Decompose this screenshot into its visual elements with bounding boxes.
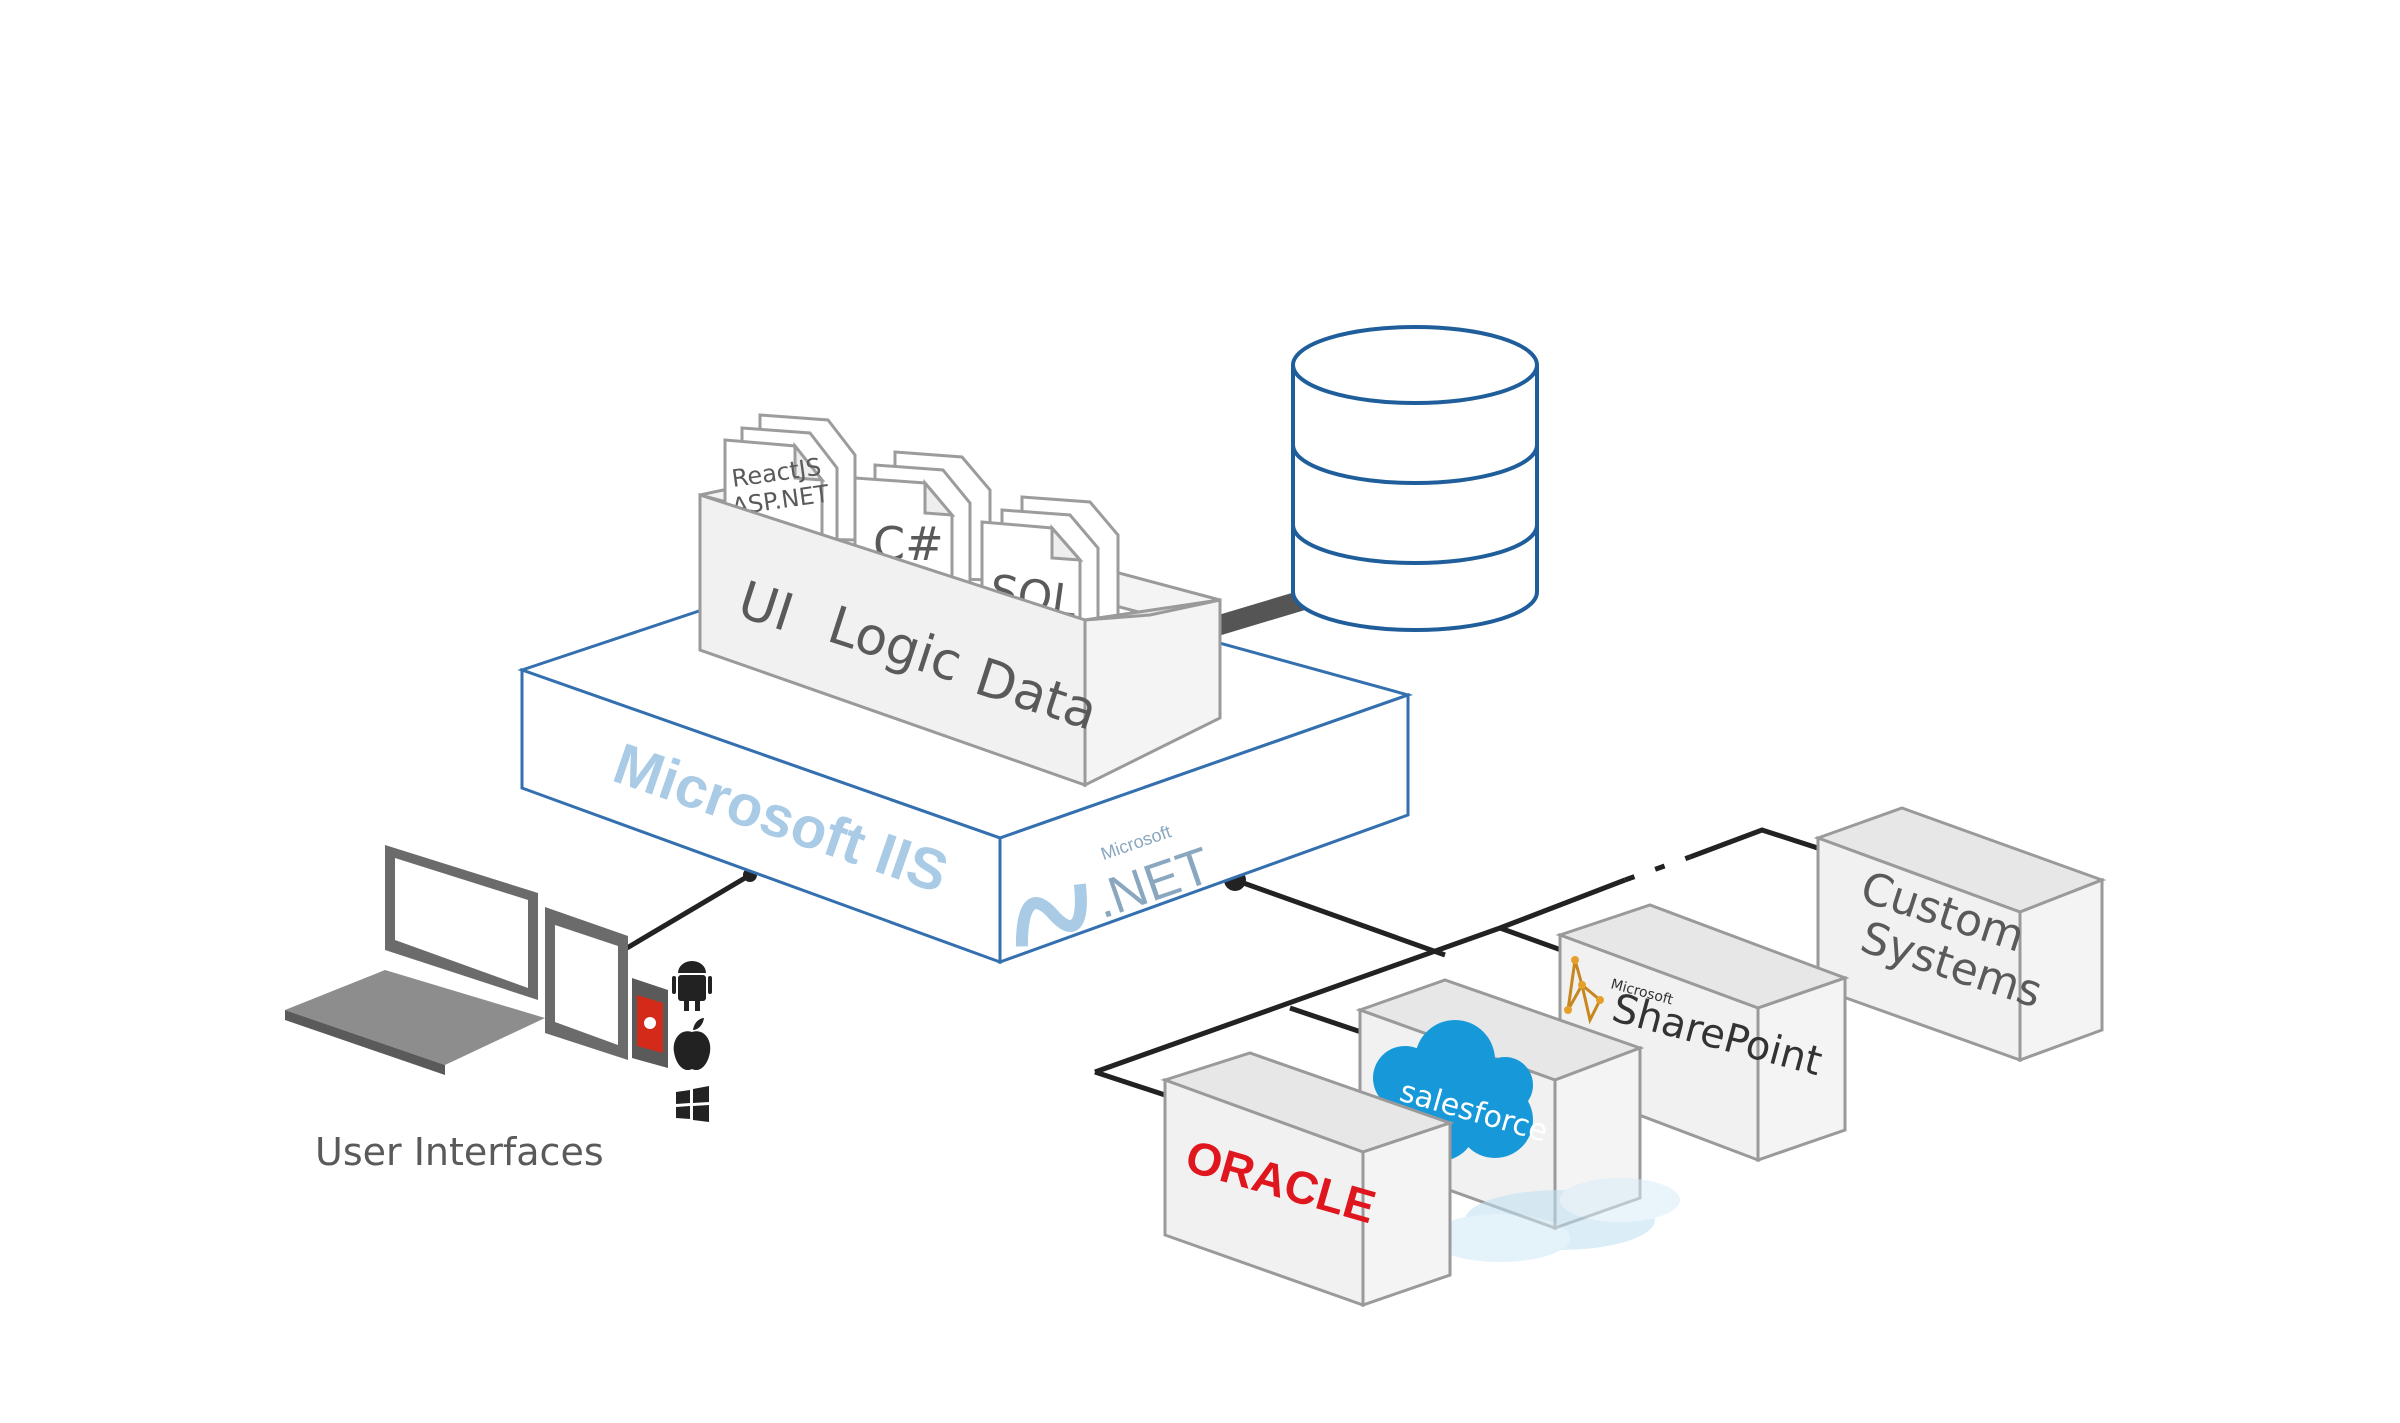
wire-bus-dashed — [1624, 854, 1691, 883]
salesforce-cloud-glow — [1430, 1178, 1680, 1262]
database-icon — [1291, 325, 1539, 632]
wire-branch-salesforce — [1289, 1005, 1371, 1038]
sharepoint-logo-icon — [1564, 956, 1604, 1025]
client-devices: User Interfaces — [285, 845, 712, 1174]
wire-clients-to-server — [603, 872, 752, 964]
wire-bus-end — [1689, 827, 1831, 860]
windows-icon — [676, 1086, 709, 1122]
document-logic: C# — [853, 450, 992, 602]
dotnet-wave-icon — [1015, 883, 1087, 947]
application-tiers-box: ReactJS ASP.NET C# SQL UI Logic Data — [698, 413, 1222, 788]
connection-wires — [603, 827, 1831, 1098]
oracle-box: ORACLE — [1160, 1051, 1455, 1308]
salesforce-box: salesforce — [1355, 978, 1680, 1262]
android-icon — [672, 961, 712, 1011]
iis-side-face — [998, 692, 1410, 965]
tablet-icon — [545, 907, 628, 1060]
user-interfaces-label: User Interfaces — [315, 1130, 604, 1174]
phone-icon — [632, 978, 668, 1068]
tier-box-rim — [1084, 598, 1221, 622]
wire-branch-oracle — [1094, 1069, 1166, 1098]
laptop-icon — [285, 845, 545, 1075]
apple-icon — [673, 1018, 711, 1071]
custom-systems-box: Custom Systems — [1813, 806, 2107, 1063]
wire-server-to-bus — [1234, 877, 1446, 958]
